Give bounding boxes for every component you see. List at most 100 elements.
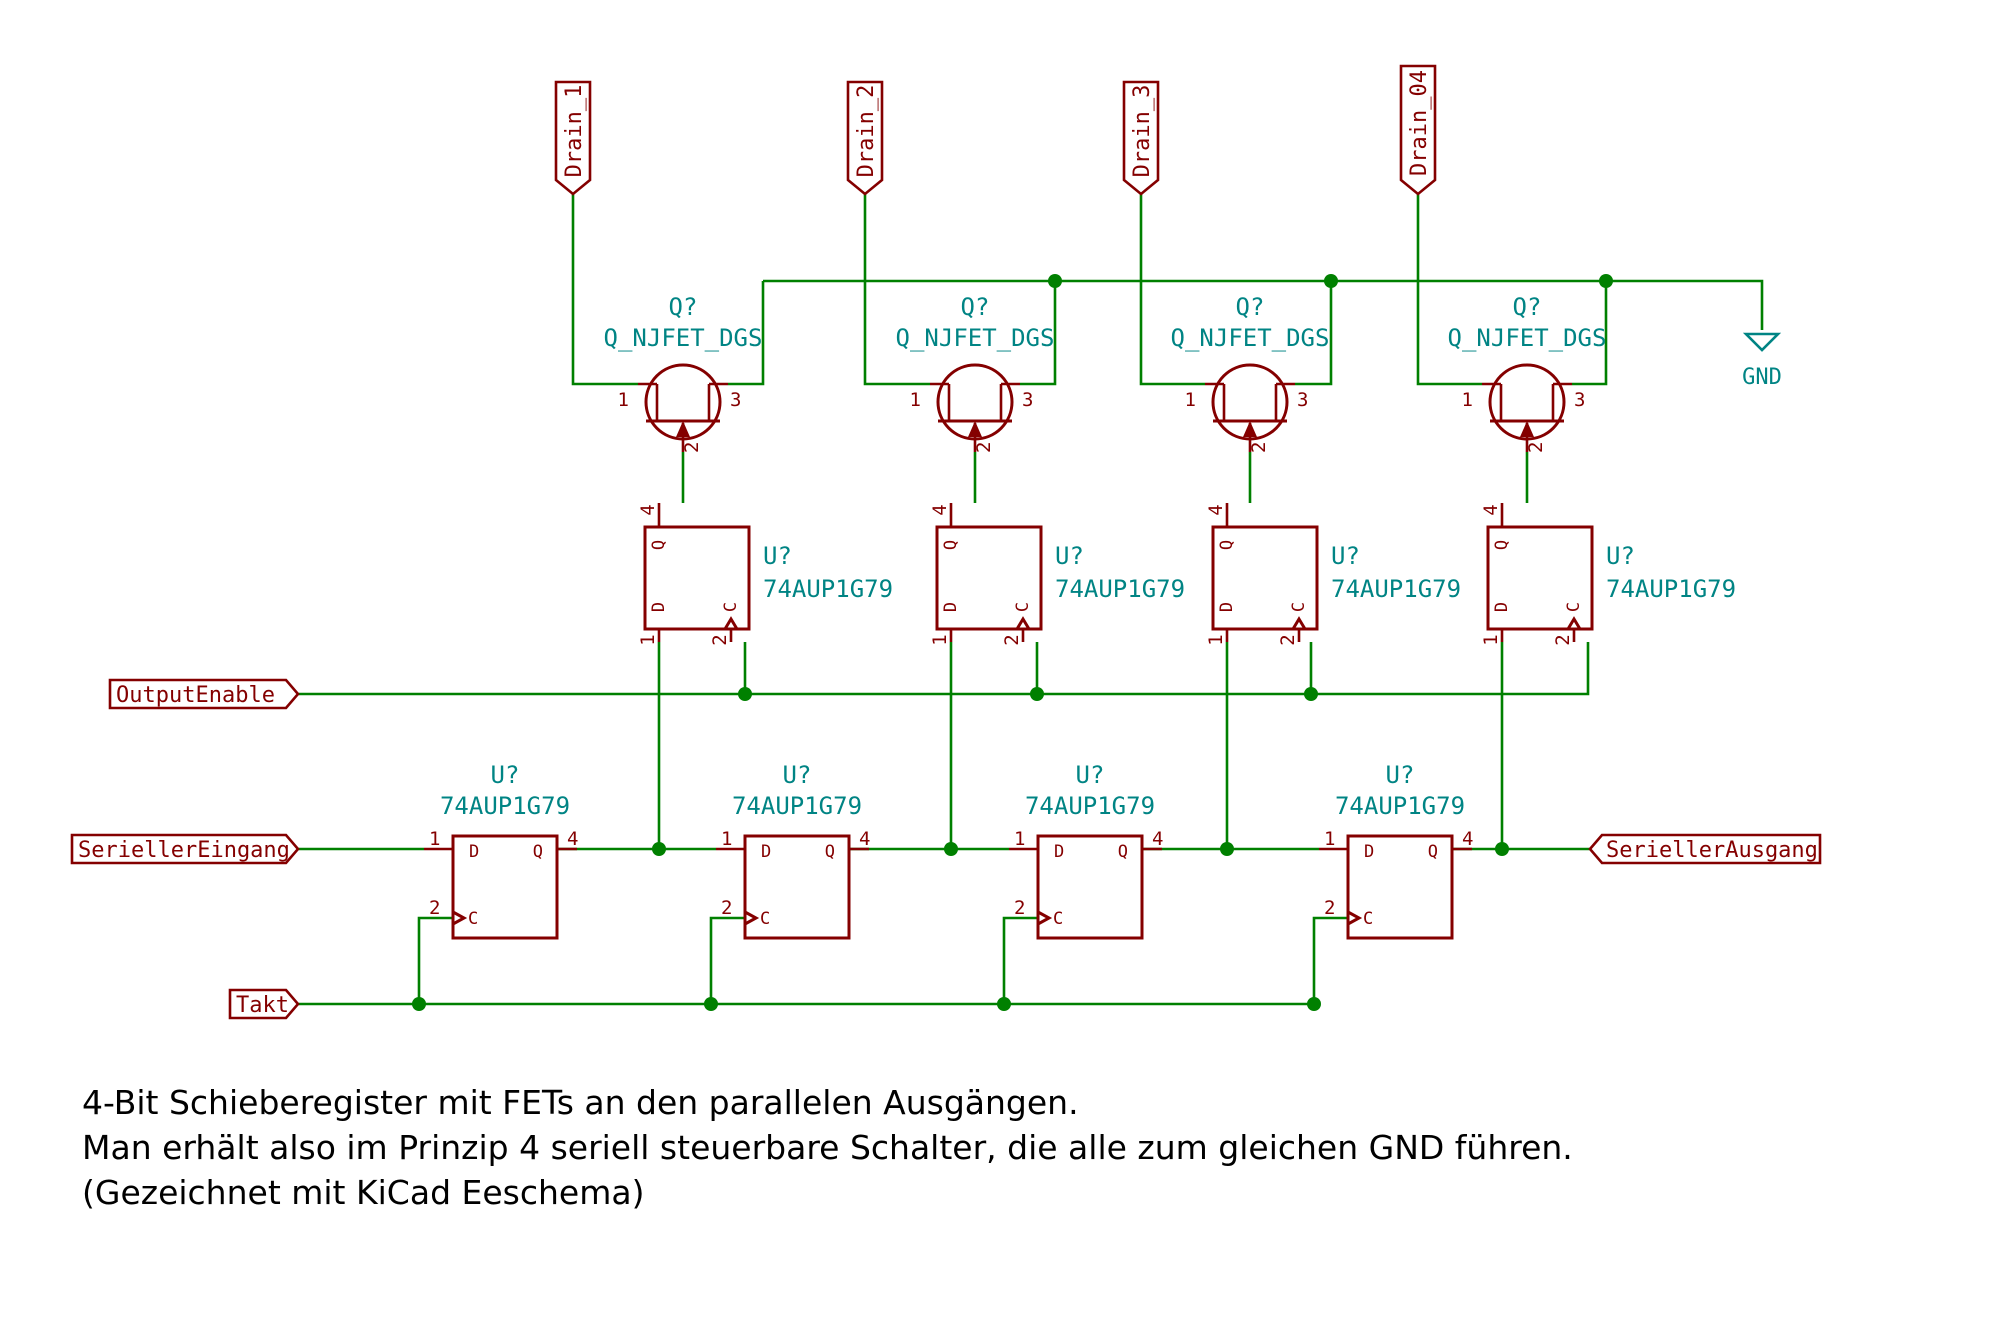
stage-pin-name: D (761, 842, 771, 862)
serial-in-label-text: SeriellerEingang (78, 838, 290, 863)
stage-pin-number: 4 (1152, 828, 1163, 850)
wire (1295, 281, 1333, 386)
latch-pin-name: D (941, 602, 961, 612)
stage-reference: U? (491, 761, 520, 789)
clock-label-shape (228, 988, 300, 1020)
latch-body (1211, 525, 1319, 631)
drain-label: Drain_1 (554, 80, 592, 196)
fet-gate-arrow (1520, 421, 1534, 437)
junction-dot (1307, 997, 1321, 1011)
junction-dot (1495, 842, 1509, 856)
latch-value: 74AUP1G79 (1331, 575, 1461, 603)
stage-reference: U? (1076, 761, 1105, 789)
junction-dot (704, 997, 718, 1011)
latch-clock-triangle (1566, 616, 1582, 630)
latch-pin-number: 2 (1552, 634, 1574, 645)
stage-body (1346, 834, 1454, 940)
junction-dot (738, 687, 752, 701)
wire (298, 642, 1590, 696)
drain-label: Drain_2 (846, 80, 884, 196)
wire (863, 192, 930, 386)
stage-pin-name: Q (1118, 842, 1128, 862)
wire (571, 192, 638, 386)
fet-pin-number: 3 (1574, 389, 1585, 411)
stage-value: 74AUP1G79 (1025, 792, 1155, 820)
stage-body (451, 834, 559, 940)
latch-pin-name: Q (1217, 540, 1237, 550)
stage-reference: U? (1386, 761, 1415, 789)
stage-pin-number: 4 (567, 828, 578, 850)
latch-value: 74AUP1G79 (1055, 575, 1185, 603)
latch-reference: U? (1331, 542, 1360, 570)
stage-value: 74AUP1G79 (732, 792, 862, 820)
latch-pin-name: Q (941, 540, 961, 550)
fet-pin-number: 1 (1462, 389, 1473, 411)
stage-clock-triangle (1037, 910, 1053, 926)
stage-pin-number: 1 (1014, 828, 1025, 850)
fet-pin-number: 2 (681, 442, 703, 453)
latch-clock-triangle (723, 616, 739, 630)
drain-label-shape (846, 80, 884, 196)
stage-body (743, 834, 851, 940)
latch-pin-number: 4 (1480, 504, 1502, 515)
junctions (412, 274, 1613, 1011)
stage-pin-name: D (469, 842, 479, 862)
output-enable-label: OutputEnable (108, 678, 300, 710)
junction-dot (1599, 274, 1613, 288)
latch-reference: U? (1055, 542, 1084, 570)
fet-pin-number: 1 (618, 389, 629, 411)
latch-pin-name: C (1289, 602, 1309, 612)
stage-clock-triangle (452, 910, 468, 926)
fet-reference: Q? (1236, 293, 1265, 321)
fet-pin-number: 2 (1525, 442, 1547, 453)
serial-in-label-shape (70, 833, 300, 865)
latch-pin-name: Q (1492, 540, 1512, 550)
fet-pin-number: 1 (1185, 389, 1196, 411)
serial-out-label: SeriellerAusgang (1588, 833, 1822, 865)
latch-pin-number: 4 (1205, 504, 1227, 515)
latch-reference: U? (1606, 542, 1635, 570)
stage-pin-name: C (1053, 909, 1063, 929)
latch-pin-name: C (1564, 602, 1584, 612)
junction-dot (412, 997, 426, 1011)
junction-dot (652, 842, 666, 856)
wire (1312, 916, 1348, 1004)
latch-pin-number: 2 (1001, 634, 1023, 645)
junction-dot (997, 997, 1011, 1011)
wire (417, 916, 453, 1004)
fet-reference: Q? (669, 293, 698, 321)
fet-gate-arrow (676, 421, 690, 437)
junction-dot (1324, 274, 1338, 288)
fet-reference: Q? (961, 293, 990, 321)
stage-pin-number: 4 (859, 828, 870, 850)
fet-value: Q_NJFET_DGS (604, 324, 763, 352)
wire (763, 279, 1764, 330)
wire (1020, 281, 1057, 386)
drain-label: Drain_04 (1399, 64, 1437, 196)
stage-pin-number: 1 (721, 828, 732, 850)
drain-label: Drain_3 (1122, 80, 1160, 196)
latch-reference: U? (763, 542, 792, 570)
stage-pin-name: C (1363, 909, 1373, 929)
wire (728, 281, 765, 386)
latch-clock-triangle (1291, 616, 1307, 630)
stage-pin-number: 2 (1324, 897, 1335, 919)
serial-in-label: SeriellerEingang (70, 833, 300, 865)
fet-value: Q_NJFET_DGS (1171, 324, 1330, 352)
stage-pin-number: 1 (1324, 828, 1335, 850)
latch-pin-number: 4 (637, 504, 659, 515)
latch-value: 74AUP1G79 (763, 575, 893, 603)
drain-label-text: Drain_3 (1130, 85, 1155, 178)
latch-pin-name: D (1217, 602, 1237, 612)
latch-pin-name: D (1492, 602, 1512, 612)
latch-clock-triangle (1015, 616, 1031, 630)
stage-pin-number: 2 (1014, 897, 1025, 919)
latch-pin-name: D (649, 602, 669, 612)
